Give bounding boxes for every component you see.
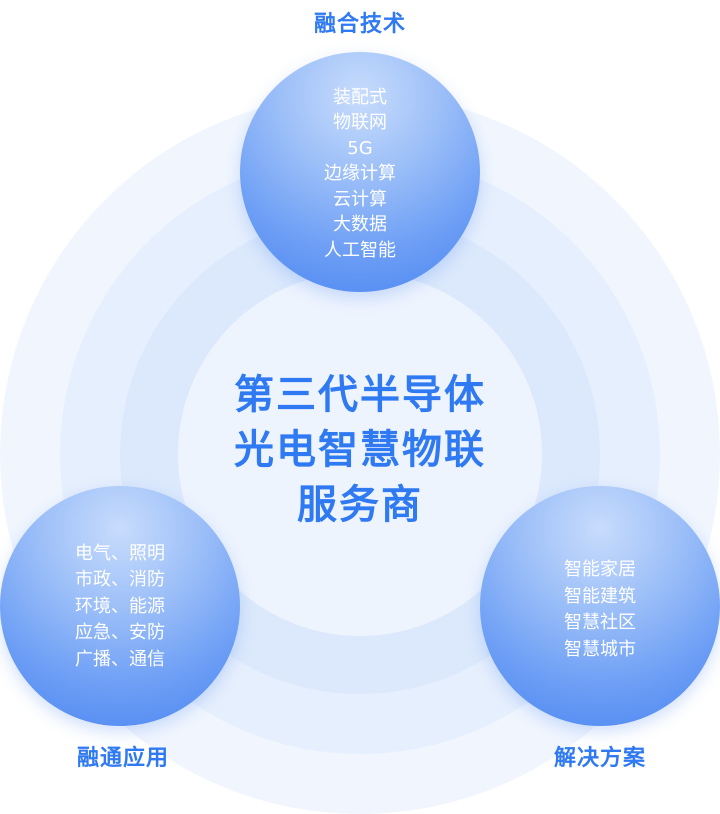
left-item: 应急、安防: [75, 622, 165, 644]
top-item: 人工智能: [324, 239, 396, 261]
left-item: 电气、照明: [75, 542, 165, 564]
top-category-label: 融合技术: [313, 12, 406, 37]
top-item: 装配式: [333, 86, 387, 108]
top-item: 5G: [347, 137, 373, 159]
left-item: 市政、消防: [75, 569, 165, 591]
left-category-label: 融通应用: [76, 746, 169, 771]
solutions-bubble: 智能家居 智能建筑 智慧社区 智慧城市: [480, 486, 720, 726]
left-item: 广播、通信: [75, 648, 165, 670]
top-item: 大数据: [333, 214, 387, 236]
inner-ring: [178, 272, 542, 636]
center-title-line-1: 第三代半导体: [234, 372, 486, 418]
center-title-line-3: 服务商: [297, 482, 423, 528]
top-item: 云计算: [333, 188, 387, 210]
center-title: 第三代半导体 光电智慧物联 服务商: [180, 368, 540, 533]
top-item: 物联网: [333, 112, 387, 134]
left-item: 环境、能源: [75, 595, 165, 617]
right-item: 智慧社区: [564, 612, 636, 633]
right-category-label: 解决方案: [553, 746, 646, 771]
right-item: 智能建筑: [564, 585, 636, 607]
right-item: 智慧城市: [564, 638, 636, 660]
integrated-application-bubble: 电气、照明 市政、消防 环境、能源 应急、安防 广播、通信: [0, 486, 240, 726]
right-item: 智能家居: [564, 559, 636, 580]
top-item: 边缘计算: [324, 163, 396, 185]
fusion-technology-bubble: 装配式 物联网 5G 边缘计算 云计算 大数据 人工智能: [240, 52, 480, 292]
center-title-line-2: 光电智慧物联: [234, 427, 486, 473]
